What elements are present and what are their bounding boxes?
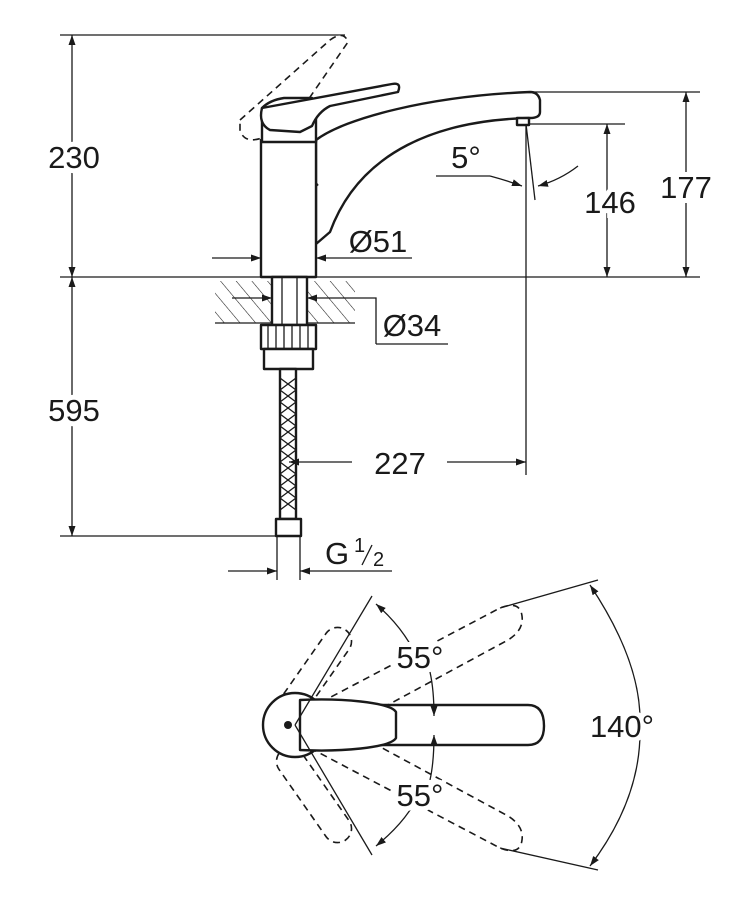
dim-146-label: 146	[584, 185, 636, 220]
dim-g-numerator: 1	[354, 535, 365, 557]
dim-spout-reach: 227	[289, 446, 526, 481]
side-view: 230 595 146 177 5° Ø51 Ø34	[43, 34, 717, 580]
dim-51-label: Ø51	[349, 224, 408, 259]
dim-hole-diameter: Ø34	[232, 294, 448, 345]
dim-g-denominator: 2	[373, 549, 384, 571]
faucet-body	[259, 138, 318, 279]
dim-227-label: 227	[374, 446, 426, 481]
top-view: 55° 55° 140°	[261, 579, 659, 871]
dim-34-label: Ø34	[383, 308, 442, 343]
lever-outline	[259, 82, 401, 134]
angle-140-total: 140°	[499, 579, 659, 871]
angle-55-upper: 55°	[294, 595, 448, 726]
dim-230-label: 230	[48, 140, 100, 175]
dim-spout-angle: 5°	[436, 123, 579, 201]
dim-5-label: 5°	[451, 140, 481, 175]
lever-base	[298, 698, 398, 752]
dim-177-label: 177	[660, 170, 712, 205]
spout-center-mark	[284, 721, 292, 729]
braided-hose	[274, 367, 303, 538]
dim-body-diameter: Ø51	[212, 224, 412, 262]
dim-connection-thread: G 1 2	[228, 535, 392, 575]
angle-55-lower: 55°	[294, 724, 448, 856]
angle-55-lower-label: 55°	[397, 778, 444, 813]
dim-595-label: 595	[48, 393, 100, 428]
lever-right-upper-outline	[309, 604, 524, 721]
extension-lines	[60, 34, 700, 580]
aerator	[515, 116, 531, 127]
dim-g-letter: G	[325, 536, 349, 571]
lever-right-lower-outline	[309, 735, 524, 852]
angle-55-upper-label: 55°	[397, 640, 444, 675]
spout-outline	[314, 90, 542, 246]
angle-140-label: 140°	[590, 709, 654, 744]
countertop-section	[215, 281, 355, 324]
